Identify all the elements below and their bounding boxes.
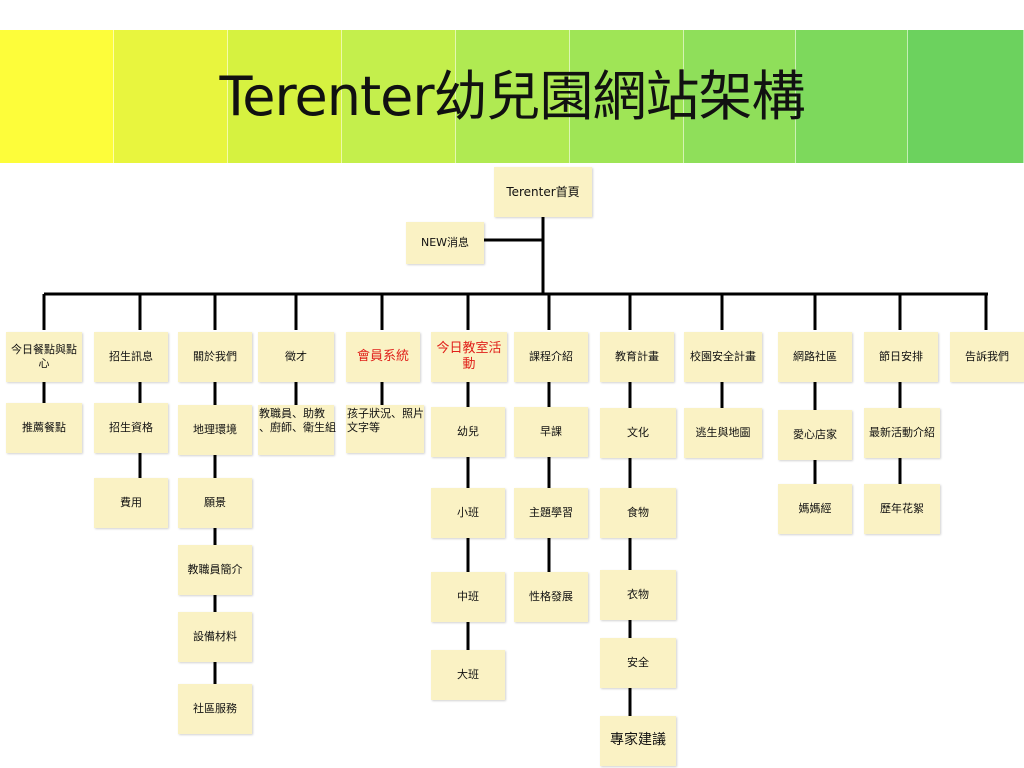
page-title: Terenter幼兒園網站架構 (219, 65, 805, 128)
page-node: 費用 (94, 478, 168, 528)
page-node: 大班 (431, 650, 505, 700)
page-node: 專家建議 (600, 716, 676, 766)
title-band (0, 30, 1024, 163)
band-segment (0, 30, 114, 163)
section-node: 今日教室活動 (431, 332, 507, 382)
band-segment (908, 30, 1024, 163)
page-node: 最新活動介紹 (864, 408, 940, 458)
page-node: 社區服務 (178, 684, 252, 734)
section-node: 會員系統 (346, 332, 420, 382)
page-node: 教職員簡介 (178, 545, 252, 595)
page-node: 主題學習 (514, 488, 588, 538)
page-node: 早課 (514, 407, 588, 457)
page-node: 設備材料 (178, 612, 252, 662)
section-node: 徵才 (258, 332, 334, 382)
section-node: 教育計畫 (600, 332, 674, 382)
page-node: 小班 (431, 488, 505, 538)
band-segment (570, 30, 684, 163)
page-node: 推薦餐點 (6, 403, 82, 453)
page-node: 食物 (600, 488, 676, 538)
page-node: 安全 (600, 638, 676, 688)
band-segment (456, 30, 570, 163)
section-node: 招生訊息 (94, 332, 168, 382)
page-node: 歷年花絮 (864, 484, 940, 534)
page-node: 孩子狀況、照片 文字等 (346, 405, 424, 453)
page-node: 逃生與地圖 (684, 408, 762, 458)
band-segment (684, 30, 796, 163)
page-node: 教職員、助教 、廚師、衛生組 (258, 405, 336, 455)
root-node: Terenter首頁 (494, 167, 592, 217)
section-node: 節日安排 (864, 332, 938, 382)
section-node: 課程介紹 (514, 332, 588, 382)
page-node: 幼兒 (431, 407, 505, 457)
page-node: 地理環境 (178, 405, 252, 455)
page-node: 願景 (178, 478, 252, 528)
page-node: 招生資格 (94, 403, 168, 453)
band-segment (342, 30, 456, 163)
band-segment (796, 30, 908, 163)
page-node: 文化 (600, 408, 676, 458)
page-node: 中班 (431, 572, 505, 622)
section-node: 告訴我們 (950, 332, 1024, 382)
page-node: 媽媽經 (778, 484, 852, 534)
news-node: NEW消息 (406, 222, 484, 264)
section-node: 網路社區 (778, 332, 852, 382)
page-node: 性格發展 (514, 572, 588, 622)
page-node: 愛心店家 (778, 410, 852, 460)
page-node: 衣物 (600, 570, 676, 620)
section-node: 關於我們 (178, 332, 252, 382)
section-node: 今日餐點與點心 (6, 332, 82, 382)
band-segment (114, 30, 228, 163)
section-node: 校園安全計畫 (684, 332, 762, 382)
band-segment (228, 30, 342, 163)
